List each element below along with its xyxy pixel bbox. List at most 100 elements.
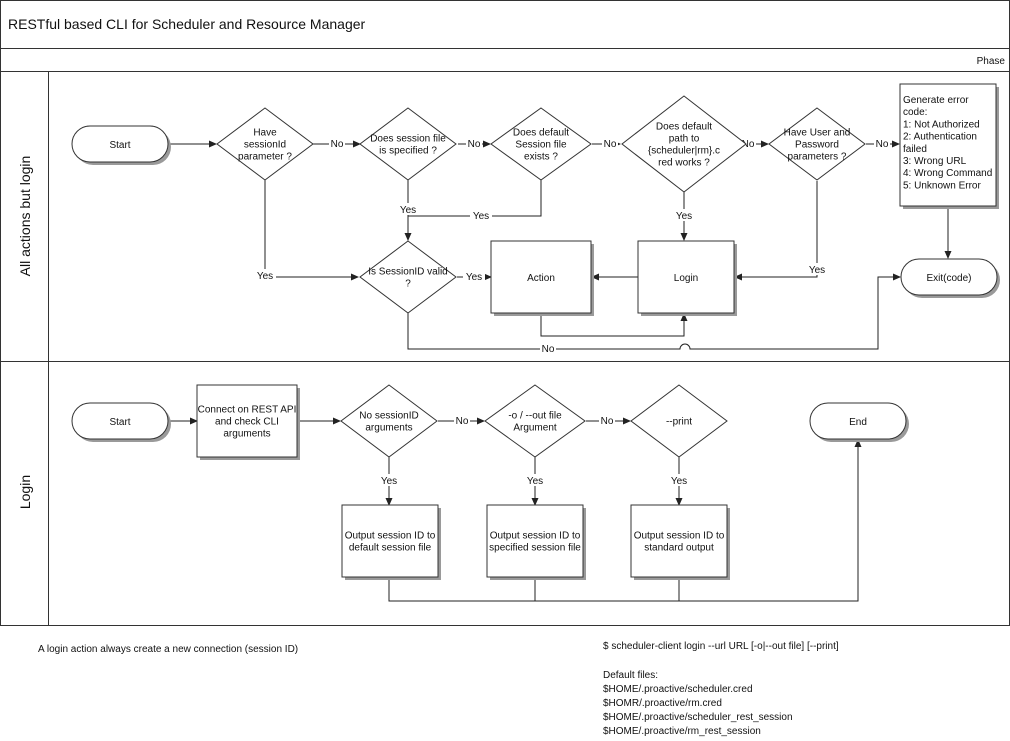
decision-have-sessionid-label-line-1: sessionId	[244, 140, 286, 151]
error-line-5: 3: Wrong URL	[903, 156, 967, 167]
error-line-2: 1: Not Authorized	[903, 119, 980, 130]
label-no-d1-bg	[329, 137, 345, 149]
label-yes-d2: Yes	[400, 205, 416, 216]
decision-have-sessionid-label-line-0: Have	[253, 128, 277, 139]
label-no-d3: No	[604, 139, 617, 150]
label-yes-d6-bg	[463, 270, 485, 282]
start-node-top	[71, 125, 169, 163]
output-stdout-label-line-1: standard output	[644, 543, 714, 554]
decision-have-sessionid	[216, 107, 314, 181]
decision-user-password-label-line-2: parameters ?	[788, 152, 847, 163]
decision-default-session-exists-label-line-1: Session file	[515, 140, 567, 151]
decision-default-session-exists-label-line-0: Does default	[513, 128, 569, 139]
decision-no-sessionid-args-label-line-0: No sessionID	[359, 411, 418, 422]
connect-label-line-0: Connect on REST API	[198, 405, 297, 416]
decision-sessionid-valid	[359, 240, 457, 314]
label-yes-d2-bg	[397, 203, 419, 215]
decision-default-cred-path-label-line-2: {scheduler|rm}.c	[648, 146, 720, 157]
connect-label-line-1: and check CLI	[215, 417, 279, 428]
edge-d5-login	[734, 181, 818, 281]
decision-print-label-line-0: --print	[666, 417, 692, 428]
output-default-box	[341, 504, 439, 578]
decision-user-password	[768, 107, 866, 181]
connect-box	[196, 384, 298, 458]
decision-user-password-label-line-0: Have User and	[784, 128, 851, 139]
error-line-0: Generate error	[903, 95, 969, 106]
decision-default-session-exists	[490, 107, 592, 181]
footer-default-2: $HOME/.proactive/scheduler_rest_session	[603, 712, 793, 723]
error-line-6: 4: Wrong Command	[903, 168, 992, 179]
label-yes-ld3: Yes	[671, 476, 687, 487]
phase-label: Phase	[977, 56, 1006, 67]
decision-sessionid-valid-label-line-0: Is SessionID valid	[368, 267, 447, 278]
label-yes-d1-bg	[254, 269, 276, 281]
decision-out-file-arg	[484, 384, 586, 458]
decision-default-cred-path-label-line-1: path to	[669, 134, 700, 145]
start-label-top: Start	[109, 140, 130, 151]
decision-default-cred-path	[621, 95, 747, 193]
end-node	[809, 402, 907, 440]
connect-label-line-2: arguments	[223, 429, 270, 440]
label-yes-d4-bg	[673, 209, 695, 221]
decision-session-file-specified-label-line-0: Does session file	[370, 134, 446, 145]
label-no-d5-bg	[874, 137, 890, 149]
output-specified-box	[486, 504, 584, 578]
label-no-d1: No	[331, 139, 344, 150]
footer-default-1: $HOMR/.proactive/rm.cred	[603, 698, 722, 709]
edge-action-login	[540, 313, 688, 337]
decision-have-sessionid-label-line-2: parameter ?	[238, 152, 292, 163]
error-line-7: 5: Unknown Error	[903, 180, 981, 191]
edge-d6-no	[407, 273, 901, 350]
error-line-3: 2: Authentication	[903, 132, 977, 143]
diagram-title: RESTful based CLI for Scheduler and Reso…	[8, 16, 366, 32]
output-stdout-label-line-0: Output session ID to	[634, 531, 725, 542]
error-line-1: code:	[903, 107, 927, 118]
login-box	[637, 240, 735, 314]
label-yes-d4: Yes	[676, 211, 692, 222]
label-no-d6-bg	[540, 342, 556, 354]
error-box	[899, 83, 997, 207]
label-yes-ld2: Yes	[527, 476, 543, 487]
label-yes-d6: Yes	[466, 272, 482, 283]
label-no-d5: No	[876, 139, 889, 150]
decision-session-file-specified	[359, 107, 457, 181]
footer-default-3: $HOME/.proactive/rm_rest_session	[603, 726, 761, 737]
login-label: Login	[674, 273, 698, 284]
label-no-d2-bg	[466, 137, 482, 149]
label-yes-d5: Yes	[809, 265, 825, 276]
exit-label: Exit(code)	[926, 273, 971, 284]
edge-d3-yes	[408, 180, 542, 217]
output-default-label-line-1: default session file	[349, 543, 432, 554]
decision-session-file-specified-label-line-1: is specified ?	[379, 146, 437, 157]
label-no-ld1: No	[456, 416, 469, 427]
label-no-d4: No	[742, 139, 755, 150]
footer-command: $ scheduler-client login --url URL [-o|-…	[603, 641, 839, 652]
footer-defaults-title: Default files:	[603, 670, 659, 681]
action-box	[490, 240, 592, 314]
label-no-d3-bg	[602, 137, 618, 149]
output-stdout-box	[630, 504, 728, 578]
label-yes-ld2-bg	[524, 474, 546, 486]
label-yes-ld1-bg	[378, 474, 400, 486]
edge-out-end	[388, 439, 862, 602]
output-default-label-line-0: Output session ID to	[345, 531, 436, 542]
decision-out-file-arg-label-line-0: -o / --out file	[508, 411, 562, 422]
exit-node	[900, 258, 998, 296]
label-yes-d3: Yes	[473, 211, 489, 222]
decision-default-session-exists-label-line-2: exists ?	[524, 152, 558, 163]
label-yes-ld3-bg	[668, 474, 690, 486]
label-no-d2: No	[468, 139, 481, 150]
decision-no-sessionid-args-label-line-1: arguments	[365, 423, 412, 434]
output-specified-label-line-1: specified session file	[489, 543, 581, 554]
end-label: End	[849, 417, 867, 428]
label-no-ld2: No	[601, 416, 614, 427]
label-no-d6: No	[542, 344, 555, 355]
footer-note: A login action always create a new conne…	[38, 644, 299, 655]
label-yes-d3-bg	[470, 209, 492, 221]
action-label: Action	[527, 273, 555, 284]
label-yes-d1: Yes	[257, 271, 273, 282]
label-no-ld1-bg	[454, 414, 470, 426]
decision-print	[630, 384, 728, 458]
label-no-ld2-bg	[599, 414, 615, 426]
